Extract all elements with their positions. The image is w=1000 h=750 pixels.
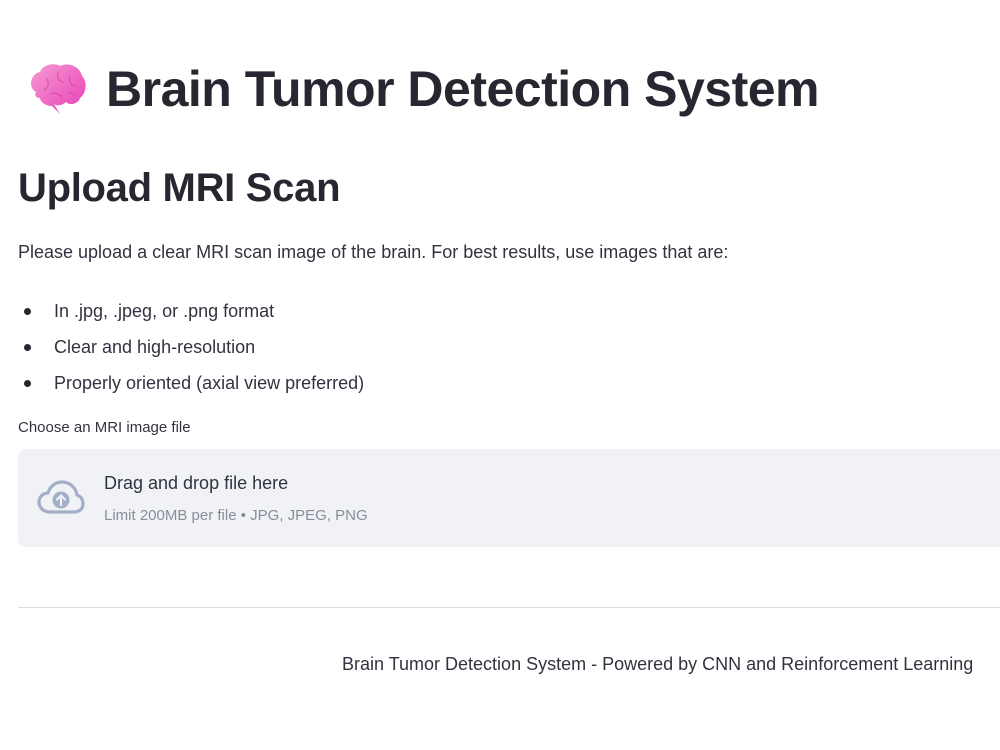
upload-section-heading: Upload MRI Scan bbox=[18, 166, 341, 210]
page-title: Brain Tumor Detection System bbox=[26, 60, 820, 118]
dropzone-instructions: Drag and drop file here bbox=[104, 473, 289, 493]
upload-instructions: Please upload a clear MRI scan image of … bbox=[18, 242, 729, 262]
page-title-text: Brain Tumor Detection System bbox=[106, 61, 820, 117]
bullet-icon bbox=[24, 343, 31, 351]
list-item: Properly oriented (axial view preferred) bbox=[18, 365, 364, 401]
bullet-icon bbox=[24, 307, 31, 315]
requirement-text: In .jpg, .jpeg, or .png format bbox=[54, 300, 275, 321]
requirements-list: In .jpg, .jpeg, or .png format Clear and… bbox=[18, 293, 364, 401]
list-item: Clear and high-resolution bbox=[18, 329, 364, 365]
divider bbox=[18, 607, 1000, 608]
requirement-text: Clear and high-resolution bbox=[54, 336, 256, 357]
file-dropzone[interactable]: Drag and drop file here Limit 200MB per … bbox=[18, 449, 1000, 547]
brain-icon bbox=[31, 64, 86, 114]
list-item: In .jpg, .jpeg, or .png format bbox=[18, 293, 364, 329]
file-uploader-label: Choose an MRI image file bbox=[18, 419, 191, 436]
requirement-text: Properly oriented (axial view preferred) bbox=[54, 372, 365, 393]
footer-text: Brain Tumor Detection System - Powered b… bbox=[342, 654, 974, 674]
cloud-upload-icon bbox=[37, 480, 85, 514]
dropzone-limit-text: Limit 200MB per file • JPG, JPEG, PNG bbox=[104, 507, 368, 524]
bullet-icon bbox=[24, 379, 31, 387]
